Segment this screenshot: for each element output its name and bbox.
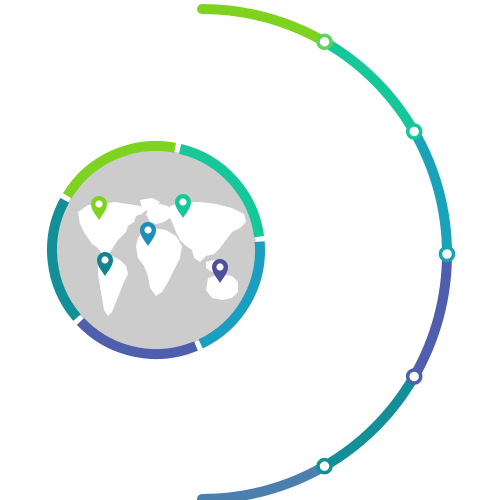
globe	[47, 141, 266, 359]
continent-north-america	[78, 202, 146, 256]
timeline-arc	[197, 4, 456, 500]
timeline-node-milestone-1	[316, 33, 333, 51]
location-pin-australia-icon	[212, 259, 228, 283]
continent-europe	[146, 204, 172, 224]
location-pin-europe-icon	[175, 194, 191, 218]
continent-asia	[168, 202, 246, 262]
globe-ring-segment-3	[198, 241, 266, 349]
globe-ring-segment-2	[178, 143, 265, 238]
timeline-segment-6	[197, 461, 330, 500]
timeline-segment-1	[197, 4, 330, 47]
continent-australia	[206, 274, 238, 300]
globe-ring-segment-1	[62, 141, 177, 199]
location-pin-africa-icon	[140, 222, 156, 246]
timeline-segment-5	[321, 373, 419, 471]
timeline-node-milestone-2	[405, 123, 423, 140]
location-pin-north-america-icon	[91, 196, 107, 220]
location-pins	[91, 194, 228, 283]
timeline-node-milestone-4	[405, 368, 423, 385]
timeline-segment-4	[409, 253, 452, 379]
timeline-segment-2	[321, 37, 419, 135]
timeline-node-milestone-5	[316, 457, 333, 475]
timeline-node-milestone-3	[438, 245, 456, 263]
timeline-segment-3	[409, 129, 452, 255]
globe-ring	[47, 141, 266, 359]
globe-ring-segment-4	[76, 317, 198, 359]
location-pin-south-america-icon	[97, 252, 113, 276]
globe-ring-segment-5	[47, 197, 81, 321]
